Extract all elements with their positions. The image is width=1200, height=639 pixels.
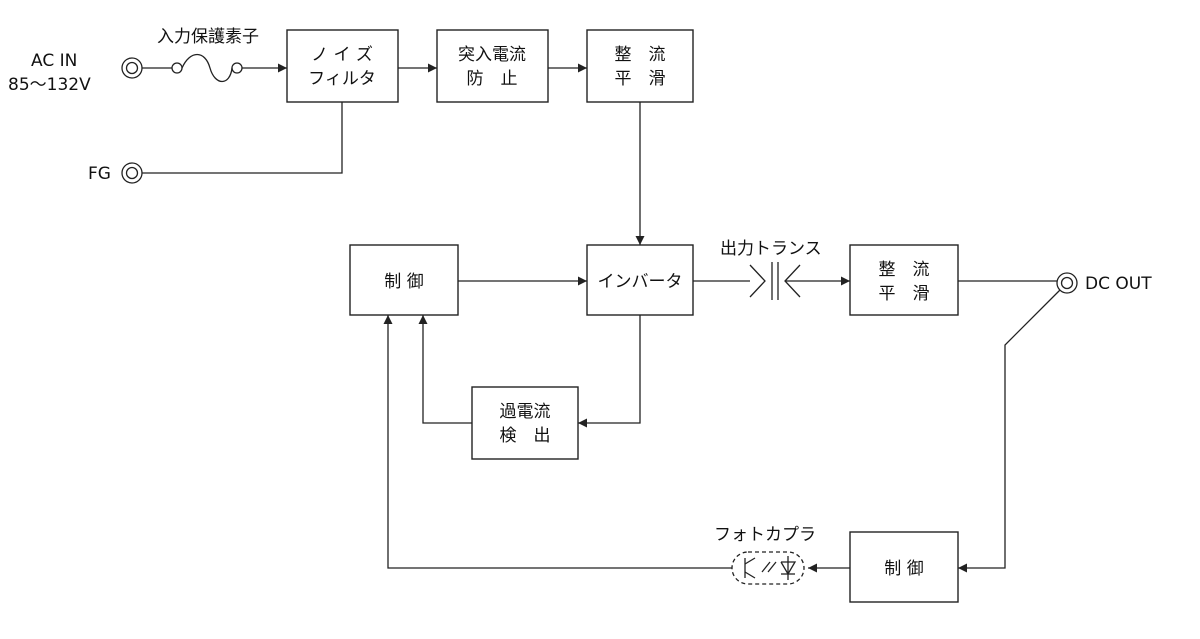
photocoupler-symbol — [731, 551, 805, 585]
input-rectifier-block: 整 流 平 滑 — [586, 29, 694, 103]
inrush-line-1: 突入電流 — [458, 45, 526, 65]
noise-filter-line-1: ノ イ ズ — [311, 45, 373, 65]
ac-in-terminal — [121, 57, 143, 79]
noise-filter-block: ノ イ ズ フィルタ — [286, 29, 399, 103]
transformer-symbol — [693, 262, 850, 300]
transformer-label: 出力トランス — [720, 239, 822, 259]
inverter-block: インバータ — [586, 244, 694, 316]
fg-terminal — [121, 162, 143, 184]
secondary-control-block: 制 御 — [849, 531, 959, 603]
inverter-text: インバータ — [598, 272, 683, 292]
dc-out-label: DC OUT — [1085, 274, 1152, 294]
primary-control-block: 制 御 — [349, 244, 459, 316]
overcurrent-detection-block: 過電流 検 出 — [471, 386, 579, 460]
output-rectifier-line-1: 整 流 — [879, 260, 930, 280]
arrow-photocoupler-to-control — [383, 315, 732, 569]
inrush-prevention-block: 突入電流 防 止 — [436, 29, 549, 103]
overcurrent-line-1: 過電流 — [500, 402, 551, 422]
inrush-line-2: 防 止 — [467, 69, 518, 89]
dc-out-terminal — [1056, 272, 1078, 294]
input-rectifier-line-1: 整 流 — [615, 45, 666, 65]
arrow-inverter-to-overcurrent — [578, 315, 641, 428]
wire-dc-out-to-secondary-control — [958, 289, 1061, 573]
secondary-control-text: 制 御 — [884, 559, 923, 579]
ac-in-label: AC IN — [31, 51, 77, 71]
primary-control-text: 制 御 — [384, 272, 423, 292]
fg-label: FG — [88, 164, 111, 184]
fuse-symbol — [142, 53, 287, 83]
ac-in-voltage-label: 85～132V — [8, 75, 91, 95]
output-rectifier-line-2: 平 滑 — [879, 284, 930, 304]
fuse-label: 入力保護素子 — [157, 27, 259, 47]
input-rectifier-line-2: 平 滑 — [615, 69, 666, 89]
photocoupler-label: フォトカプラ — [714, 525, 816, 545]
arrow-overcurrent-to-control — [418, 315, 472, 424]
output-rectifier-block: 整 流 平 滑 — [849, 244, 959, 316]
fg-wire — [142, 102, 343, 174]
noise-filter-line-2: フィルタ — [308, 69, 376, 89]
overcurrent-line-2: 検 出 — [500, 426, 551, 446]
